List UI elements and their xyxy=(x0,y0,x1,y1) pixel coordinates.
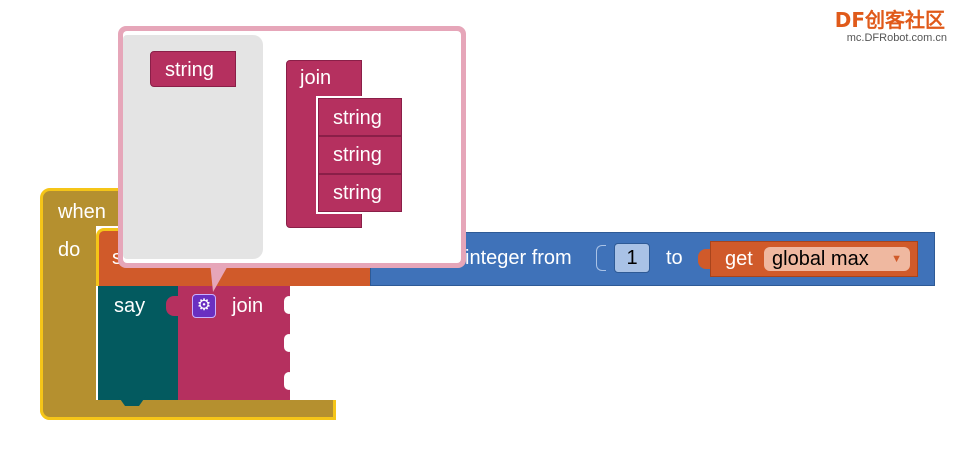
flyout-string-block[interactable] xyxy=(150,51,236,87)
from-number-block[interactable]: 1 xyxy=(614,243,650,273)
watermark-url: mc.DFRobot.com.cn xyxy=(846,32,947,44)
string-item-block[interactable] xyxy=(318,98,402,136)
dropdown-arrow-icon: ▼ xyxy=(891,253,902,265)
do-label: do xyxy=(58,239,81,261)
say-block-tab xyxy=(118,396,146,406)
range-label: integer from xyxy=(465,247,572,269)
join-input-socket-2 xyxy=(284,334,294,352)
variable-dropdown[interactable]: global max ▼ xyxy=(764,247,910,271)
say-label: say xyxy=(114,295,146,317)
string-item-label: string xyxy=(333,144,382,166)
logo-df-text: DF xyxy=(834,8,865,32)
dfrobot-logo: DF创客社区 xyxy=(835,4,945,33)
join-label: join xyxy=(232,295,264,317)
string-item-block[interactable] xyxy=(318,136,402,174)
number-socket-connector xyxy=(596,245,606,271)
string-item-label: string xyxy=(333,107,382,129)
join-input-socket-1 xyxy=(284,296,294,314)
for-range-partial-label: s xyxy=(112,247,122,269)
say-block[interactable] xyxy=(98,286,178,400)
when-event-block-bottom xyxy=(40,400,336,420)
get-label: get xyxy=(725,248,753,270)
variable-name: global max xyxy=(772,248,869,270)
flyout-string-label: string xyxy=(165,59,214,81)
when-label: when xyxy=(58,201,106,223)
string-item-label: string xyxy=(333,182,382,204)
to-label: to xyxy=(666,247,683,269)
join-connector xyxy=(166,296,180,316)
mutator-gear-icon[interactable]: ⚙ xyxy=(192,294,216,318)
join-input-socket-3 xyxy=(284,372,294,390)
string-item-block[interactable] xyxy=(318,174,402,212)
logo-cn-text: 创客社区 xyxy=(865,8,945,32)
get-block-connector xyxy=(698,249,710,269)
join-container-label: join xyxy=(300,67,332,89)
